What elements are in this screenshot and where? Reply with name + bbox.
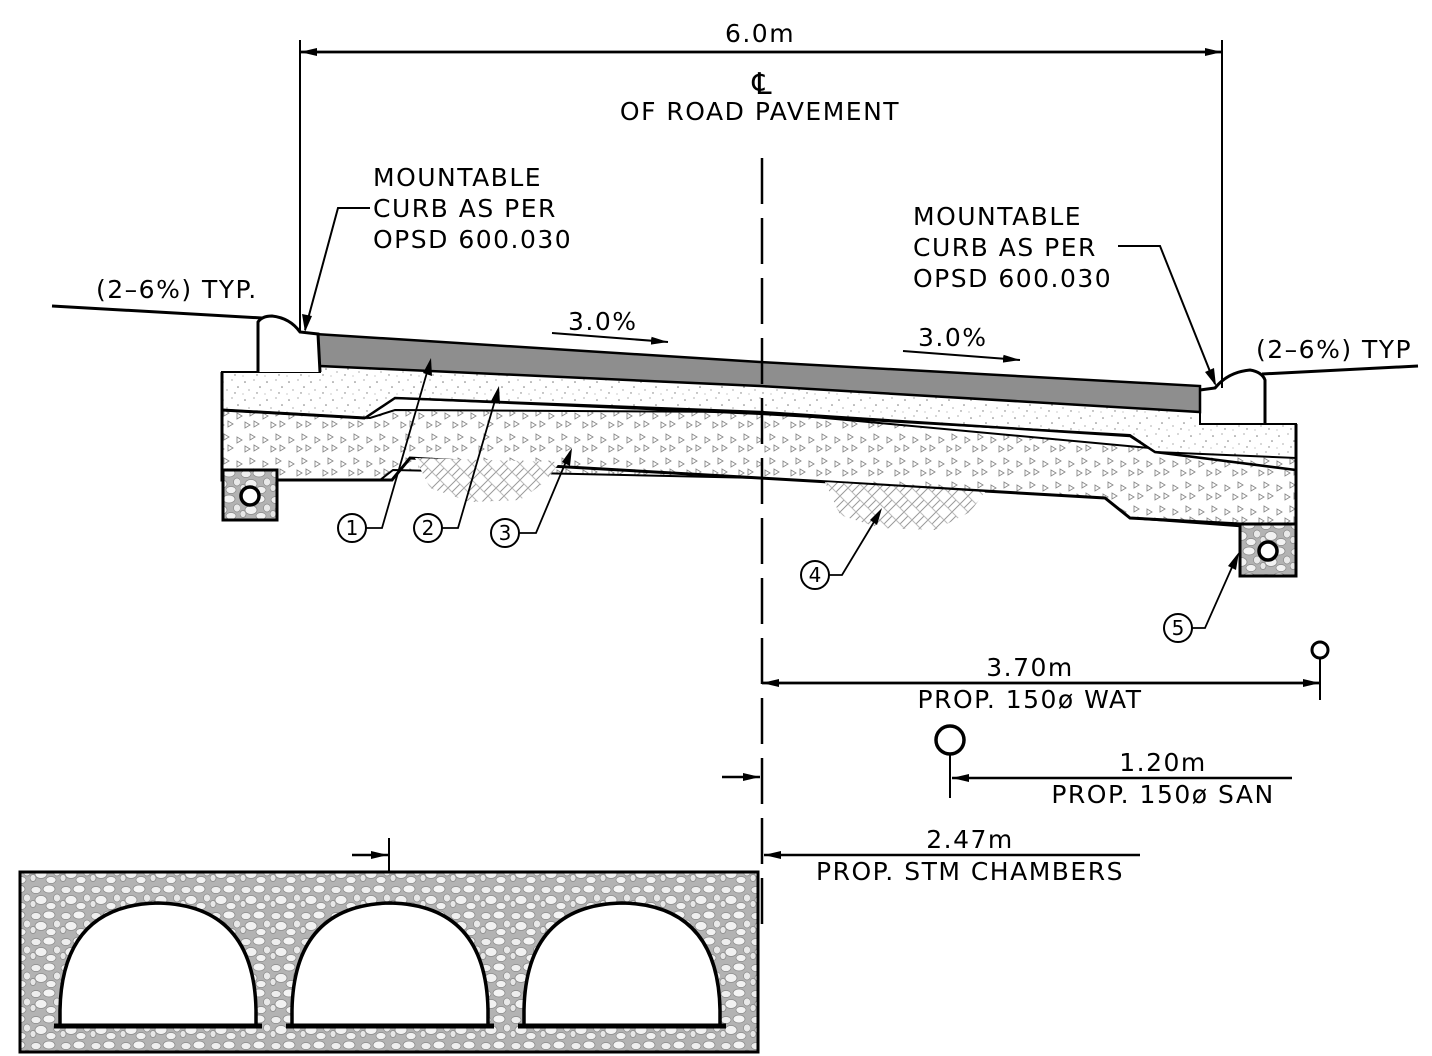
chamber-arch-3 xyxy=(522,901,722,1028)
svg-text:1: 1 xyxy=(346,516,359,540)
curb-note-right: MOUNTABLE CURB AS PER OPSD 600.030 xyxy=(913,202,1216,386)
callout-2: 2 xyxy=(413,386,500,543)
chamber-arch-2 xyxy=(290,901,490,1028)
svg-text:2: 2 xyxy=(422,516,435,540)
overall-width-text: 6.0m xyxy=(725,19,795,48)
sanitary-offset-text: 1.20m xyxy=(1119,748,1207,777)
crossfall-right: 3.0% xyxy=(902,323,1021,363)
water-pipe xyxy=(1310,640,1330,660)
water-offset-text: 3.70m xyxy=(986,653,1074,682)
subdrain-pipe-right xyxy=(1257,540,1279,562)
svg-text:3.0%: 3.0% xyxy=(568,307,638,336)
boulevard-slope-right: (2–6%) TYP xyxy=(1256,335,1412,364)
sanitary-service: 1.20m PROP. 150ø SAN xyxy=(934,724,1292,809)
sanitary-label: PROP. 150ø SAN xyxy=(1051,780,1274,809)
storm-chambers xyxy=(18,870,760,1054)
curb-left xyxy=(221,314,322,522)
callout-1: 1 xyxy=(337,358,432,543)
pavement-structure xyxy=(220,332,1298,530)
svg-text:MOUNTABLE: MOUNTABLE xyxy=(373,163,542,192)
svg-text:4: 4 xyxy=(809,563,822,587)
storm-service: 2.47m PROP. STM CHAMBERS xyxy=(352,773,1140,910)
callout-4: 4 xyxy=(800,508,882,590)
overall-dimension: 6.0m xyxy=(299,19,1223,388)
svg-text:5: 5 xyxy=(1172,616,1185,640)
centerline-symbol: ℄ xyxy=(751,67,771,102)
storm-offset-text: 2.47m xyxy=(926,825,1014,854)
storm-label: PROP. STM CHAMBERS xyxy=(816,857,1124,886)
water-label: PROP. 150ø WAT xyxy=(918,685,1143,714)
callout-3: 3 xyxy=(490,448,572,548)
svg-text:3.0%: 3.0% xyxy=(918,323,988,352)
boulevard-line-left xyxy=(51,304,263,320)
water-service: 3.70m PROP. 150ø WAT xyxy=(762,640,1330,714)
chamber-arch-1 xyxy=(58,901,258,1028)
curb-note-left: MOUNTABLE CURB AS PER OPSD 600.030 xyxy=(302,163,572,332)
boulevard-slope-left: (2–6%) TYP. xyxy=(96,275,258,304)
subgrade-hatch-right xyxy=(825,482,985,530)
svg-text:CURB AS PER: CURB AS PER xyxy=(373,194,557,223)
callout-5: 5 xyxy=(1163,552,1239,643)
subgrade-hatch-left xyxy=(415,458,560,502)
sanitary-pipe xyxy=(934,724,966,756)
svg-text:MOUNTABLE: MOUNTABLE xyxy=(913,202,1082,231)
subbase-interface-line xyxy=(221,396,1297,472)
svg-text:OPSD 600.030: OPSD 600.030 xyxy=(913,264,1112,293)
svg-text:3: 3 xyxy=(499,521,512,545)
svg-text:CURB AS PER: CURB AS PER xyxy=(913,233,1097,262)
subdrain-pipe-left xyxy=(239,485,261,507)
curb-right xyxy=(1199,368,1298,578)
boulevard-line-right xyxy=(1261,364,1419,376)
centerline-label: OF ROAD PAVEMENT xyxy=(620,97,900,126)
svg-text:OPSD 600.030: OPSD 600.030 xyxy=(373,225,572,254)
crossfall-left: 3.0% xyxy=(551,307,669,345)
